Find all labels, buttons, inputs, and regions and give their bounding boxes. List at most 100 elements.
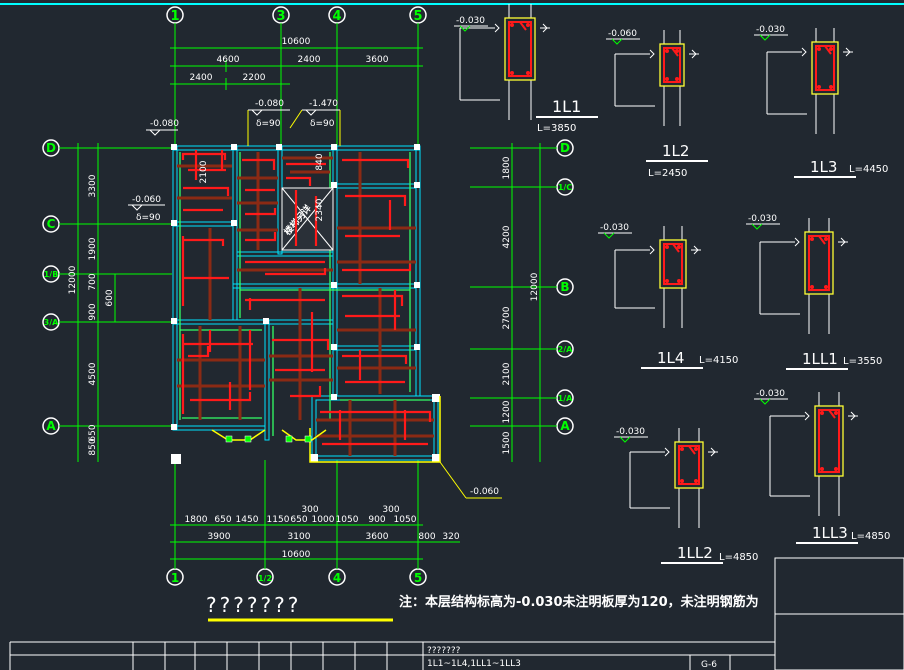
plan-dim-840: 840 [315,153,325,170]
general-note: 注：本层结构标高为-0.030未注明板厚为120，未注明钢筋为 [399,594,759,610]
elevation-triangle [759,398,771,405]
rebar-dot [677,245,681,249]
columns [171,144,440,464]
stirrup [818,409,840,473]
right-axis-label: 1/C [558,183,572,192]
rebar-dot [694,479,698,483]
break-symbol [691,49,697,59]
right-dim: 1500 [502,431,512,454]
rebar-dot [820,411,824,415]
bottom-dim-small: 300 [382,505,399,515]
plan-dim-2340: 2340 [315,198,325,221]
bottom-dim-small: 300 [301,505,318,515]
bottom-dim: 650 [290,515,307,525]
elev-label: -0.060 [470,487,499,497]
break-symbol [664,447,670,457]
elevation-triangle [759,34,771,41]
title-block-cell: 1L1~1L4,1LL1~1LL3 [427,659,521,669]
left-dim: 700 [88,273,98,290]
bottom-dimension-lines [170,524,460,560]
left-dim: 1900 [88,237,98,260]
rebar-dot [510,23,514,27]
title-block [9,557,904,670]
section-elevation: -0.030 [748,214,777,224]
top-axis-label: 4 [332,9,341,24]
rebar-dot [694,447,698,451]
rebar-dot [834,467,838,471]
section-length: L=3550 [843,356,882,367]
section-elevation: -0.030 [600,223,629,233]
bottom-axis-label: 4 [333,571,341,585]
rebar-dot [817,85,821,89]
top-dim: 2400 [298,55,321,65]
top-dim: 4600 [217,55,240,65]
beam-outline [674,441,704,489]
section-name: 1LL1 [802,350,838,368]
stirrup [815,45,835,91]
rebar [181,150,432,446]
break-symbol [794,237,800,247]
rebar-dot [665,49,669,53]
beam-outline [814,405,844,477]
right-dim: 2100 [502,362,512,385]
left-axis-label: 1/B [44,270,59,279]
elevation-triangle [751,223,763,230]
bottom-axis-label: 1/2 [258,574,272,583]
top-axis-label: 3 [276,9,285,24]
stirrup-hook [672,243,680,253]
bay-window [211,396,441,463]
top-axis-label: 1 [170,9,179,24]
rebar-dot [526,71,530,75]
elevation-leaders [247,109,502,499]
rebar-dot [829,85,833,89]
rebar-dot [510,71,514,75]
break-symbol [649,49,655,59]
bottom-axis-group [166,568,427,586]
stirrup [808,235,830,291]
bottom-dim-total: 10600 [282,550,311,560]
title-block-cell: ??????? [427,646,461,656]
sheet-number: G-6 [701,660,717,670]
beam-outline [504,17,536,81]
section-elevation: -0.030 [456,16,485,26]
bottom-dim: 1150 [267,515,290,525]
stirrup [508,21,532,77]
elevation-triangle [619,436,631,443]
left-dim: 900 [88,303,98,320]
bottom-dim: 1050 [336,515,359,525]
break-symbol [845,47,851,57]
elevation-triangle [459,25,471,32]
rebar-dot [829,47,833,51]
break-symbol [649,245,655,255]
elevation-triangle [603,232,615,239]
rebar-dot [675,49,679,53]
right-axis-label: 1/A [558,394,573,403]
slab-thickness: δ=90 [310,119,335,129]
right-dimension-lines [511,143,541,462]
right-axis-label: B [560,280,569,294]
elev-label: -0.080 [255,99,284,109]
beams [177,152,434,456]
right-axis-label: A [560,419,570,433]
bottom-dim: 1450 [236,515,259,525]
top-dim: 2400 [190,73,213,83]
section-length: L=4450 [849,164,888,175]
left-dim: 3300 [88,174,98,197]
elev-label: -1.470 [309,99,338,109]
bottom-dim: 900 [368,515,385,525]
section-length: L=4850 [851,531,890,542]
beam-outline [659,43,685,87]
stirrup [663,243,683,285]
stirrup [663,47,681,83]
section-length: L=4850 [719,552,758,563]
drawing-title: ??????? [206,593,301,617]
break-symbol [693,245,699,255]
bottom-dim: 650 [214,515,231,525]
break-symbol [542,23,548,33]
elev-label: -0.080 [150,119,179,129]
left-dim: 4500 [88,362,98,385]
plan-dim-2100: 2100 [199,160,209,183]
